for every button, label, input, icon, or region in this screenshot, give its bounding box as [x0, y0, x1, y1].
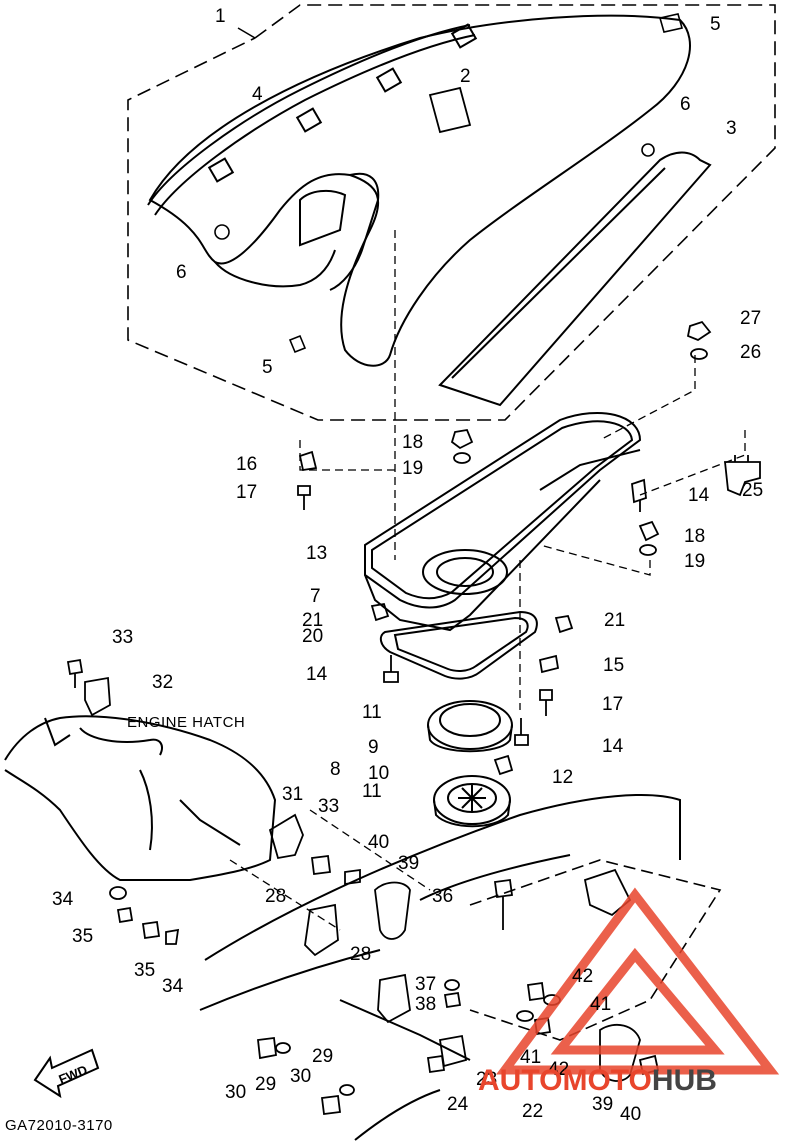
- part-number-label: 17: [602, 694, 623, 715]
- part-number-label: 27: [740, 308, 761, 329]
- part-number-label: 40: [620, 1104, 641, 1125]
- seat-side-strip: [438, 151, 712, 407]
- watermark-dark: HUB: [652, 1064, 717, 1097]
- engine-hatch: [4, 715, 277, 881]
- part-number-label: 5: [710, 14, 721, 35]
- part-number-label: 31: [282, 784, 303, 805]
- part-number-label: 39: [592, 1094, 613, 1115]
- part-number-label: 34: [162, 976, 184, 997]
- engine-hatch-label: ENGINE HATCH: [127, 714, 245, 731]
- part-number-label: 21: [302, 610, 323, 631]
- part-number-label: 23: [476, 1069, 497, 1090]
- seat-body: [148, 14, 691, 367]
- strap: [428, 86, 472, 134]
- part-number-label: 14: [688, 485, 710, 506]
- part-number-label: 29: [312, 1046, 333, 1067]
- part-number-label: 14: [306, 664, 328, 685]
- part-number-label: 41: [520, 1047, 541, 1068]
- part-number-label: 7: [310, 586, 321, 607]
- part-number-label: 32: [152, 672, 173, 693]
- part-number-label: 42: [572, 966, 593, 987]
- seat-assembly-outline: [127, 4, 776, 421]
- part-number-label: 33: [112, 627, 133, 648]
- part-number-label: 3: [726, 118, 737, 139]
- part-number-label: 19: [684, 551, 705, 572]
- part-number-label: 11: [362, 702, 382, 723]
- hatch-cover-assembly: [427, 700, 513, 828]
- part-number-label: 41: [590, 994, 611, 1015]
- fasteners: [66, 320, 761, 1116]
- part-number-label: 24: [447, 1094, 469, 1115]
- part-number-label: 21: [604, 610, 625, 631]
- part-number-label: 30: [290, 1066, 311, 1087]
- part-number-label: 6: [680, 94, 691, 115]
- seat-fasteners: [214, 13, 684, 354]
- fwd-label: FWD: [56, 1062, 89, 1087]
- part-number-label: 19: [402, 458, 423, 479]
- part-number-label: 25: [742, 480, 763, 501]
- part-number-label: 1: [215, 6, 226, 27]
- part-number-label: 29: [255, 1074, 276, 1095]
- part-number-label: 38: [415, 994, 436, 1015]
- grab-rail: [147, 23, 478, 216]
- part-number-label: 16: [236, 454, 257, 475]
- part-number-label: 30: [225, 1082, 246, 1103]
- part-number-label: 12: [552, 767, 573, 788]
- part-number-label: 42: [548, 1059, 569, 1080]
- part-number-label: 33: [318, 796, 339, 817]
- part-number-label: 40: [368, 832, 389, 853]
- part-number-labels: 1234556678910111112131414141516171718181…: [52, 6, 763, 1125]
- hull-deck: [199, 794, 681, 1141]
- part-number-label: 28: [265, 886, 286, 907]
- part-number-label: 26: [740, 342, 761, 363]
- part-number-label: 37: [415, 974, 436, 995]
- part-number-label: 8: [330, 759, 341, 780]
- part-number-label: 35: [134, 960, 155, 981]
- hull-detail-outline: [469, 859, 722, 1041]
- leader-1: [237, 27, 256, 39]
- part-number-label: 34: [52, 889, 74, 910]
- part-number-label: 5: [262, 357, 273, 378]
- leader-lines: [229, 230, 746, 931]
- part-number-label: 18: [402, 432, 423, 453]
- part-number-label: 14: [602, 736, 624, 757]
- fwd-arrow-icon: [33, 1048, 100, 1099]
- part-number-label: 15: [603, 655, 624, 676]
- gasket: [379, 610, 538, 680]
- part-number-label: 4: [252, 84, 263, 105]
- part-number-label: 22: [522, 1101, 543, 1122]
- part-number-label: 35: [72, 926, 93, 947]
- part-number-label: 28: [350, 944, 371, 965]
- storage-tray: [364, 412, 642, 632]
- watermark-accent: AUTOMOTO: [478, 1064, 652, 1097]
- part-number-label: 11: [362, 781, 382, 802]
- figure-code: GA72010-3170: [5, 1117, 113, 1134]
- part-number-label: 17: [236, 482, 257, 503]
- part-number-label: 6: [176, 262, 187, 283]
- part-number-label: 2: [460, 66, 471, 87]
- part-number-label: 36: [432, 886, 453, 907]
- part-number-label: 39: [398, 853, 419, 874]
- part-number-label: 20: [302, 626, 323, 647]
- watermark-logo-triangle: [496, 887, 780, 1075]
- part-number-label: 9: [368, 737, 379, 758]
- part-number-label: 18: [684, 526, 705, 547]
- part-number-label: 10: [368, 763, 389, 784]
- watermark-text: AUTOMOTOHUB: [478, 1064, 717, 1097]
- part-number-label: 13: [306, 543, 327, 564]
